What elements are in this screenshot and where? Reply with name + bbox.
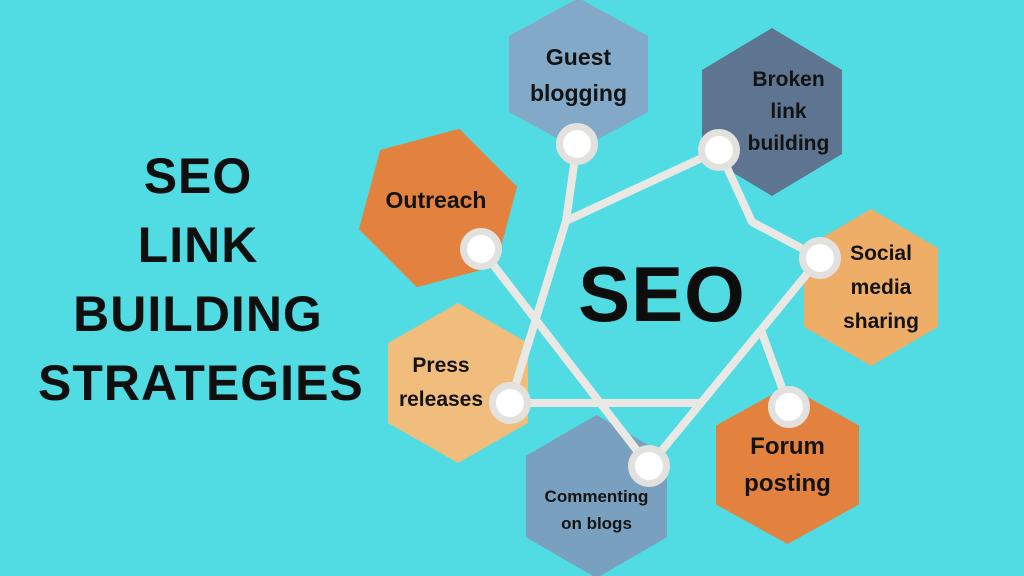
label-line: Outreach [385, 186, 487, 213]
label-line: building [747, 131, 830, 155]
connector-node-circle [698, 129, 740, 171]
page-title-line: STRATEGIES [38, 355, 364, 411]
connector-node-circle [460, 228, 502, 270]
connector-line [757, 254, 824, 411]
connector-node-circle [556, 123, 598, 165]
page-title-line: BUILDING [73, 286, 323, 342]
label-line: link [770, 99, 807, 123]
node-label-outreach: Outreach [361, 180, 511, 220]
connector-line [477, 245, 653, 470]
node-label-social-media-sharing: Social media sharing [814, 209, 948, 366]
label-line: Broken [752, 67, 825, 91]
node-label-commenting-on-blogs: Commenting on blogs [526, 470, 667, 550]
node-label-guest-blogging: Guest blogging [509, 0, 648, 150]
connector-node-circle [768, 386, 810, 428]
connector-node-circles [460, 123, 841, 487]
connector-node-circle [628, 445, 670, 487]
label-line: releases [398, 388, 484, 411]
connector-lines [477, 140, 824, 470]
connector-line [645, 326, 765, 470]
label-line: on blogs [561, 514, 632, 533]
label-line: posting [744, 470, 831, 497]
seo-center-label: SEO [578, 249, 746, 338]
connector-node-circle [489, 382, 531, 424]
label-line: Social [850, 241, 912, 265]
connector-line [506, 217, 570, 407]
label-line: blogging [529, 80, 628, 106]
page-title: SEO LINK BUILDING STRATEGIES [38, 142, 364, 418]
page-title-line: SEO [143, 148, 253, 204]
label-line: Forum [750, 433, 825, 460]
label-line: media [850, 275, 912, 299]
label-line: Guest [545, 44, 612, 70]
connector-node-circle [799, 237, 841, 279]
page-title-line: LINK [137, 217, 259, 273]
node-label-broken-link-building: Broken link building [719, 28, 858, 195]
node-label-press-releases: Press releases [371, 303, 511, 463]
label-line: Press [412, 354, 470, 377]
label-line: Commenting [544, 487, 649, 506]
label-line: sharing [843, 309, 919, 333]
connector-line [715, 146, 824, 262]
node-label-forum-posting: Forum posting [716, 386, 859, 544]
